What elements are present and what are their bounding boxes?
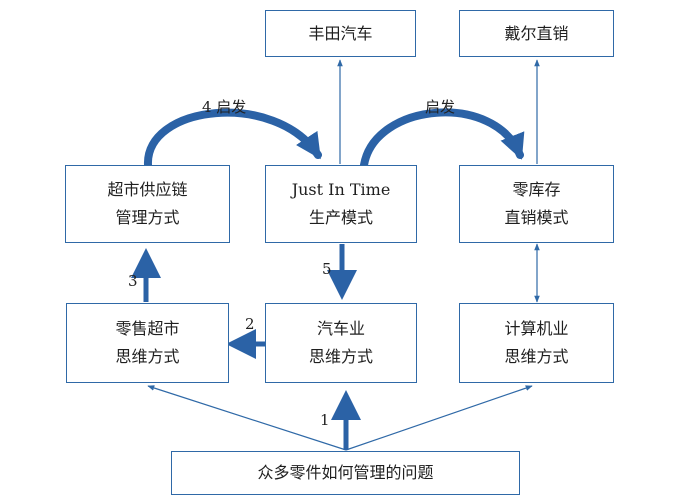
- jit-node: Just In Time 生产模式: [265, 165, 417, 243]
- supermarket-chain-line2: 管理方式: [115, 208, 180, 227]
- edge-label-2: 2: [245, 315, 255, 333]
- auto-thinking-node: 汽车业 思维方式: [265, 303, 417, 383]
- auto-thinking-line1: 汽车业: [316, 319, 365, 338]
- retail-thinking-line2: 思维方式: [115, 347, 180, 366]
- zero-inventory-line2: 直销模式: [504, 208, 569, 227]
- edge-label-3: 3: [128, 272, 138, 290]
- auto-thinking-line2: 思维方式: [308, 347, 373, 366]
- problem-to-retail-line: [147, 385, 347, 451]
- edge-label-inspire: 启发: [425, 98, 456, 116]
- computer-thinking-node: 计算机业 思维方式: [459, 303, 614, 383]
- edge-label-4-inspire: 4 启发: [202, 98, 247, 116]
- problem-node: 众多零件如何管理的问题: [171, 451, 520, 495]
- retail-thinking-node: 零售超市 思维方式: [66, 303, 229, 383]
- zero-inventory-node: 零库存 直销模式: [459, 165, 614, 243]
- zero-inventory-line1: 零库存: [512, 180, 561, 199]
- problem-label: 众多零件如何管理的问题: [257, 463, 434, 482]
- edge-label-1: 1: [320, 411, 330, 429]
- supermarket-chain-line1: 超市供应链: [107, 180, 188, 199]
- computer-thinking-line1: 计算机业: [504, 319, 569, 338]
- toyota-label: 丰田汽车: [308, 23, 373, 43]
- retail-thinking-line1: 零售超市: [115, 319, 180, 338]
- computer-thinking-line2: 思维方式: [504, 347, 569, 366]
- toyota-node: 丰田汽车: [265, 10, 416, 57]
- dell-node: 戴尔直销: [459, 10, 614, 57]
- curved-arrow-4: [143, 108, 322, 169]
- curved-arrow-inspire: [360, 108, 525, 169]
- jit-line1: Just In Time: [291, 180, 391, 199]
- problem-to-computer-line: [345, 385, 533, 451]
- dell-label: 戴尔直销: [504, 23, 569, 43]
- jit-line2: 生产模式: [308, 208, 373, 227]
- edge-label-5: 5: [322, 260, 332, 278]
- supermarket-chain-node: 超市供应链 管理方式: [65, 165, 230, 243]
